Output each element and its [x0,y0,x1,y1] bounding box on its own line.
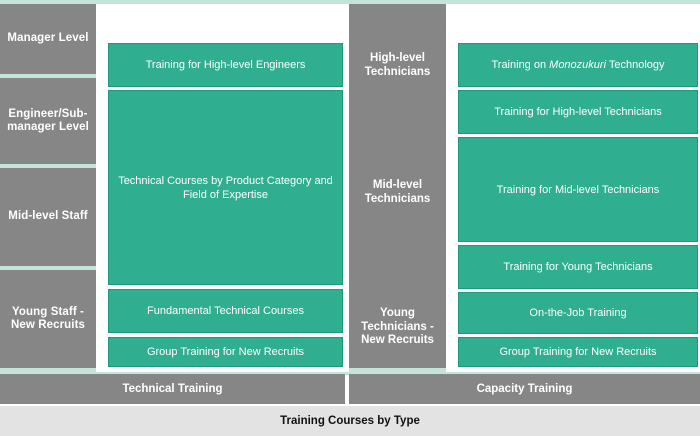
level-band-engineer-label: Engineer/Sub-manager Level [7,107,89,134]
footer-bar-capacity-training: Capacity Training [349,374,700,404]
level-band-manager-label: Manager Level [7,32,89,45]
course-box-on-the-job-training-label: On-the-Job Training [529,307,627,319]
course-box-mid-level-technicians-label: Training for Mid-level Technicians [496,183,660,196]
footer-bar-capacity-training-label: Capacity Training [476,383,573,395]
course-box-young-technicians-label: Training for Young Technicians [503,261,653,273]
level-band-young: Young Staff - New Recruits [0,270,96,368]
technician-level-high: High-level Technicians [364,52,431,78]
monozukuri-italic: Monozukuri [549,59,607,71]
footer-bar-technical-training: Technical Training [0,374,345,404]
course-box-group-training-new-recruits-capacity[interactable]: Group Training for New Recruits [458,337,698,367]
footer-bar-technical-training-label: Technical Training [122,383,223,395]
course-box-high-level-technicians[interactable]: Training for High-level Technicians [458,90,698,134]
technician-level-young: Young Technicians - New Recruits [361,307,434,346]
course-box-fundamental-technical-courses[interactable]: Fundamental Technical Courses [108,289,343,333]
diagram-caption-label: Training Courses by Type [280,415,420,427]
middle-right-gutter [446,4,456,372]
course-box-fundamental-technical-courses-label: Fundamental Technical Courses [147,305,304,317]
course-box-on-the-job-training[interactable]: On-the-Job Training [458,292,698,334]
course-box-high-level-technicians-label: Training for High-level Technicians [494,106,662,118]
course-box-high-level-engineers[interactable]: Training for High-level Engineers [108,43,343,87]
technician-level-column: High-level Technicians Mid-level Technic… [349,4,446,368]
course-box-group-training-new-recruits-capacity-label: Group Training for New Recruits [499,346,657,358]
level-band-midlevel-label: Mid-level Staff [8,210,88,223]
course-box-monozukuri-technology-label: Training on Monozukuri Technology [491,59,665,71]
left-gutter [96,4,106,372]
technician-level-mid: Mid-level Technicians [364,179,431,205]
course-box-group-training-new-recruits-technical-label: Group Training for New Recruits [146,346,305,358]
course-box-technical-courses-product-category[interactable]: Technical Courses by Product Category an… [108,90,343,285]
course-box-monozukuri-technology[interactable]: Training on Monozukuri Technology [458,43,698,87]
level-band-young-label: Young Staff - New Recruits [10,305,86,332]
level-band-midlevel: Mid-level Staff [0,168,96,266]
course-box-group-training-new-recruits-technical[interactable]: Group Training for New Recruits [108,337,343,367]
course-box-high-level-engineers-label: Training for High-level Engineers [145,59,306,71]
course-box-mid-level-technicians[interactable]: Training for Mid-level Technicians [458,137,698,242]
diagram-caption: Training Courses by Type [0,406,700,436]
middle-left-gutter [345,4,349,372]
course-box-technical-courses-product-category-label: Technical Courses by Product Category an… [118,174,333,201]
course-box-young-technicians[interactable]: Training for Young Technicians [458,245,698,289]
level-band-manager: Manager Level [0,4,96,74]
level-band-engineer: Engineer/Sub-manager Level [0,78,96,164]
